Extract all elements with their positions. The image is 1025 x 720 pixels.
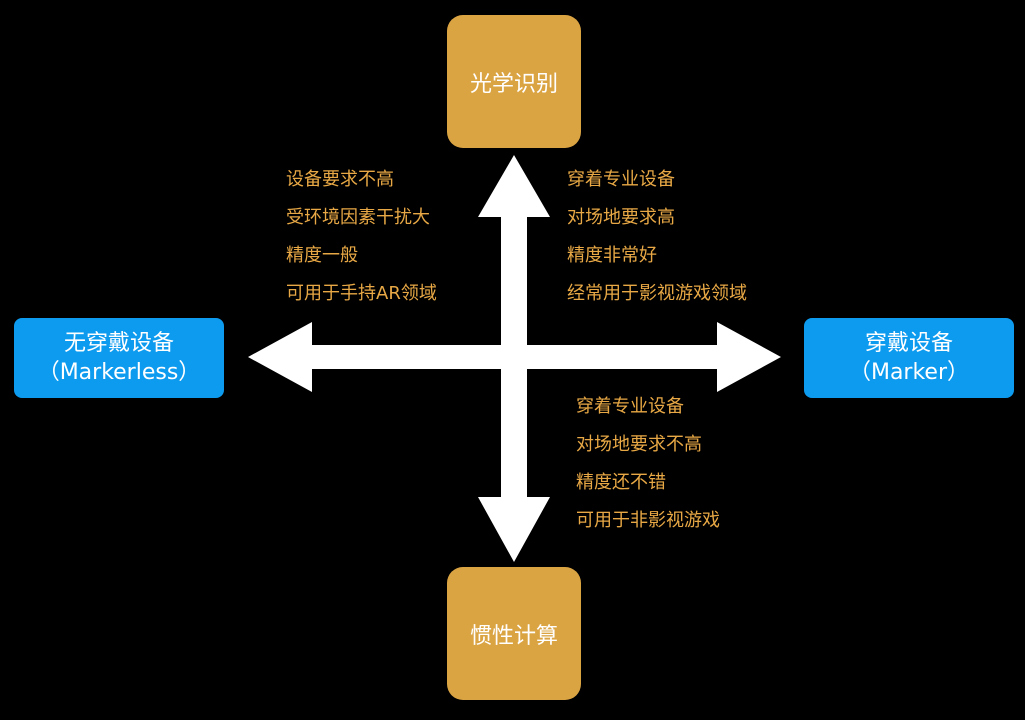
note-item: 经常用于影视游戏领域: [567, 283, 747, 304]
horizontal-axis-arrow: [248, 322, 781, 392]
note-item: 对场地要求不高: [576, 434, 702, 455]
note-item: 精度还不错: [576, 472, 666, 493]
marker-label: 穿戴设备: [864, 331, 953, 356]
inertial-computation-label: 惯性计算: [469, 623, 558, 649]
note-item: 设备要求不高: [286, 169, 394, 190]
top-left-quadrant-notes: 设备要求不高 受环境因素干扰大 精度一般 可用于手持AR领域: [286, 161, 437, 313]
markerless-label: 无穿戴设备: [63, 331, 174, 356]
optical-recognition-box: 光学识别: [447, 15, 581, 148]
top-right-quadrant-notes: 穿着专业设备 对场地要求高 精度非常好 经常用于影视游戏领域: [567, 161, 747, 313]
note-item: 可用于手持AR领域: [286, 283, 437, 304]
note-item: 穿着专业设备: [576, 396, 684, 417]
marker-sublabel: （Marker）: [848, 360, 970, 385]
note-item: 精度非常好: [567, 245, 657, 266]
note-item: 受环境因素干扰大: [286, 207, 430, 228]
note-item: 对场地要求高: [567, 207, 675, 228]
optical-recognition-label: 光学识别: [469, 71, 558, 97]
markerless-box: 无穿戴设备 （Markerless）: [14, 318, 224, 398]
note-item: 穿着专业设备: [567, 169, 675, 190]
note-item: 精度一般: [286, 245, 358, 266]
note-item: 可用于非影视游戏: [576, 510, 720, 531]
marker-box: 穿戴设备 （Marker）: [804, 318, 1014, 398]
markerless-sublabel: （Markerless）: [37, 360, 201, 385]
bottom-right-quadrant-notes: 穿着专业设备 对场地要求不高 精度还不错 可用于非影视游戏: [576, 388, 720, 540]
inertial-computation-box: 惯性计算: [447, 567, 581, 700]
